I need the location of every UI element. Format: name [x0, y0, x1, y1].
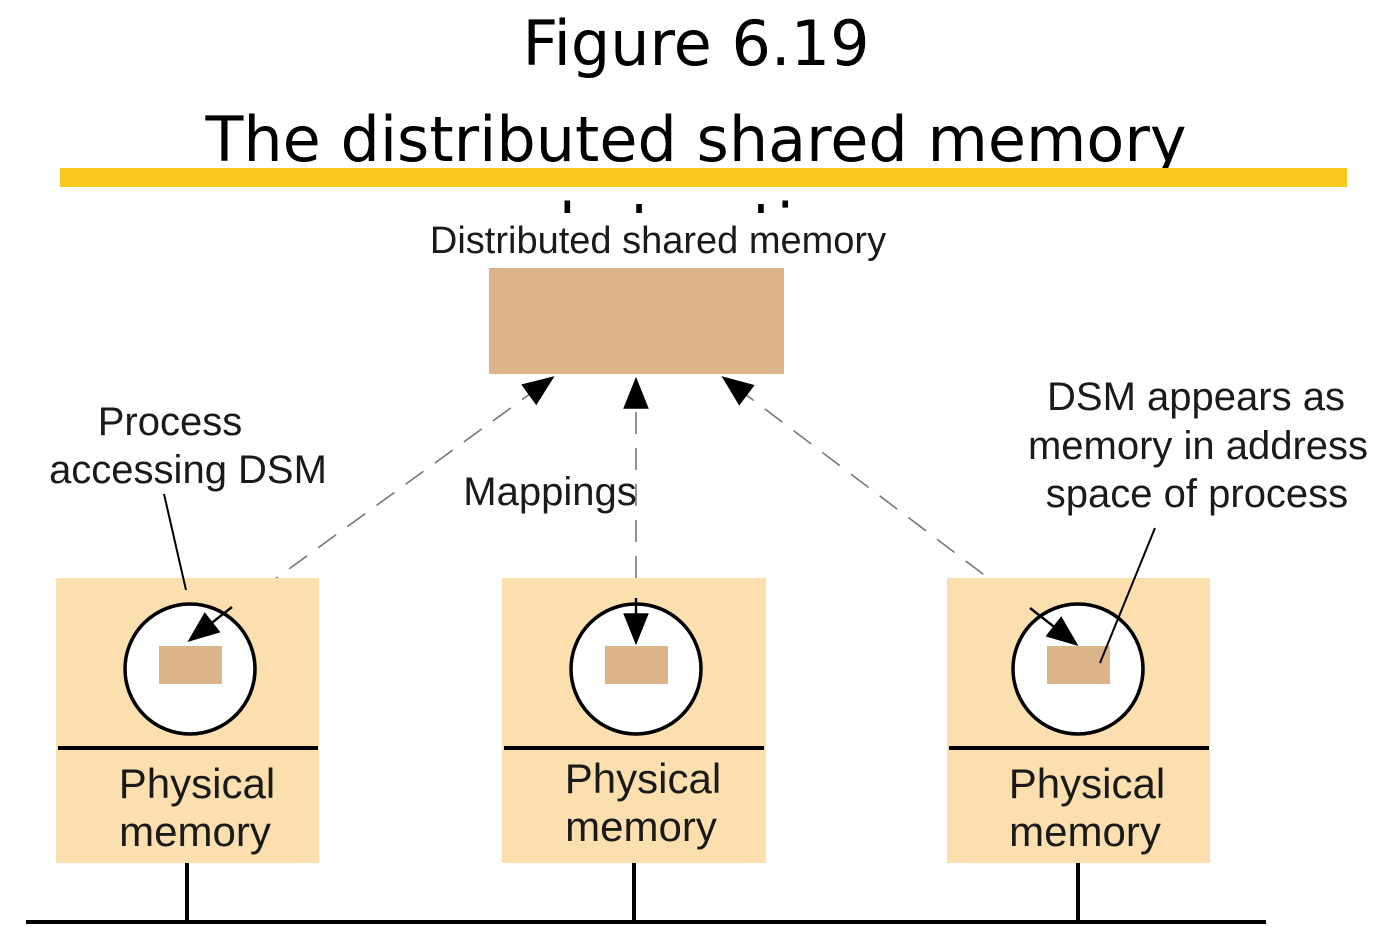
accent-bar: [60, 168, 1347, 187]
node-label-line2: memory: [1009, 808, 1161, 855]
process-label-line2: accessing DSM: [49, 448, 327, 492]
dsm-box: [489, 268, 784, 374]
figure-title-continuation: abstraction: [0, 195, 1392, 213]
node-label-line1: Physical: [119, 760, 275, 807]
mapped-region: [159, 646, 222, 684]
mapping-line-left: [259, 376, 555, 591]
right-arrow-into-process: [1029, 607, 1079, 646]
process-label-line1: Process: [98, 400, 243, 444]
mapping-line-right: [721, 376, 1013, 597]
node-label-line1: Physical: [565, 755, 721, 802]
process-arrow: [187, 606, 233, 642]
dsm-appears-line2: memory in address: [1028, 424, 1368, 468]
dsm-label: Distributed shared memory: [430, 220, 886, 262]
mapped-region: [605, 646, 668, 684]
node-1: Physical memory: [56, 578, 319, 863]
figure-title: The distributed shared memory: [205, 103, 1187, 176]
node-label-line2: memory: [565, 803, 717, 850]
node-label-line1: Physical: [1009, 760, 1165, 807]
node-3: Physical memory: [947, 578, 1210, 863]
node-label-line2: memory: [119, 808, 271, 855]
mapped-region: [1047, 646, 1110, 684]
process-pointer-line: [163, 493, 187, 591]
node-2: Physical memory: [502, 578, 766, 863]
mappings-label: Mappings: [463, 470, 636, 514]
dsm-appears-line3: space of process: [1046, 472, 1348, 516]
dsm-appears-pointer-line: [1099, 527, 1156, 664]
dsm-appears-line1: DSM appears as: [1047, 375, 1345, 419]
figure-number: Figure 6.19: [522, 7, 870, 80]
